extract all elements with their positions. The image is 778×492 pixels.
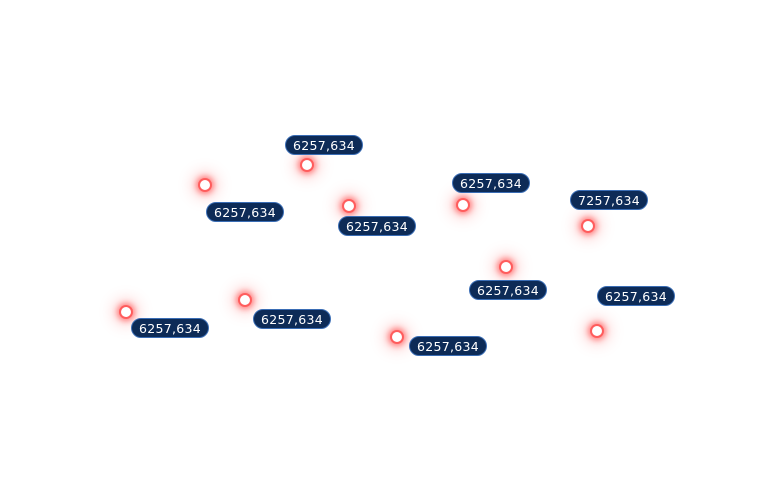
map-marker[interactable] xyxy=(501,262,511,272)
marker-label: 6257,634 xyxy=(409,336,488,356)
marker-label: 6257,634 xyxy=(285,135,364,155)
map-marker[interactable] xyxy=(392,332,402,342)
marker-label: 6257,634 xyxy=(452,173,531,193)
map-marker[interactable] xyxy=(344,201,354,211)
map-marker[interactable] xyxy=(240,295,250,305)
map-marker[interactable] xyxy=(121,307,131,317)
map-marker[interactable] xyxy=(458,200,468,210)
marker-label: 6257,634 xyxy=(338,216,417,236)
marker-label: 7257,634 xyxy=(570,190,649,210)
map-marker[interactable] xyxy=(302,160,312,170)
marker-label: 6257,634 xyxy=(253,309,332,329)
marker-label: 6257,634 xyxy=(597,286,676,306)
map-marker[interactable] xyxy=(592,326,602,336)
map-marker[interactable] xyxy=(583,221,593,231)
marker-label: 6257,634 xyxy=(206,202,285,222)
marker-label: 6257,634 xyxy=(469,280,548,300)
map-marker[interactable] xyxy=(200,180,210,190)
marker-label: 6257,634 xyxy=(131,318,210,338)
